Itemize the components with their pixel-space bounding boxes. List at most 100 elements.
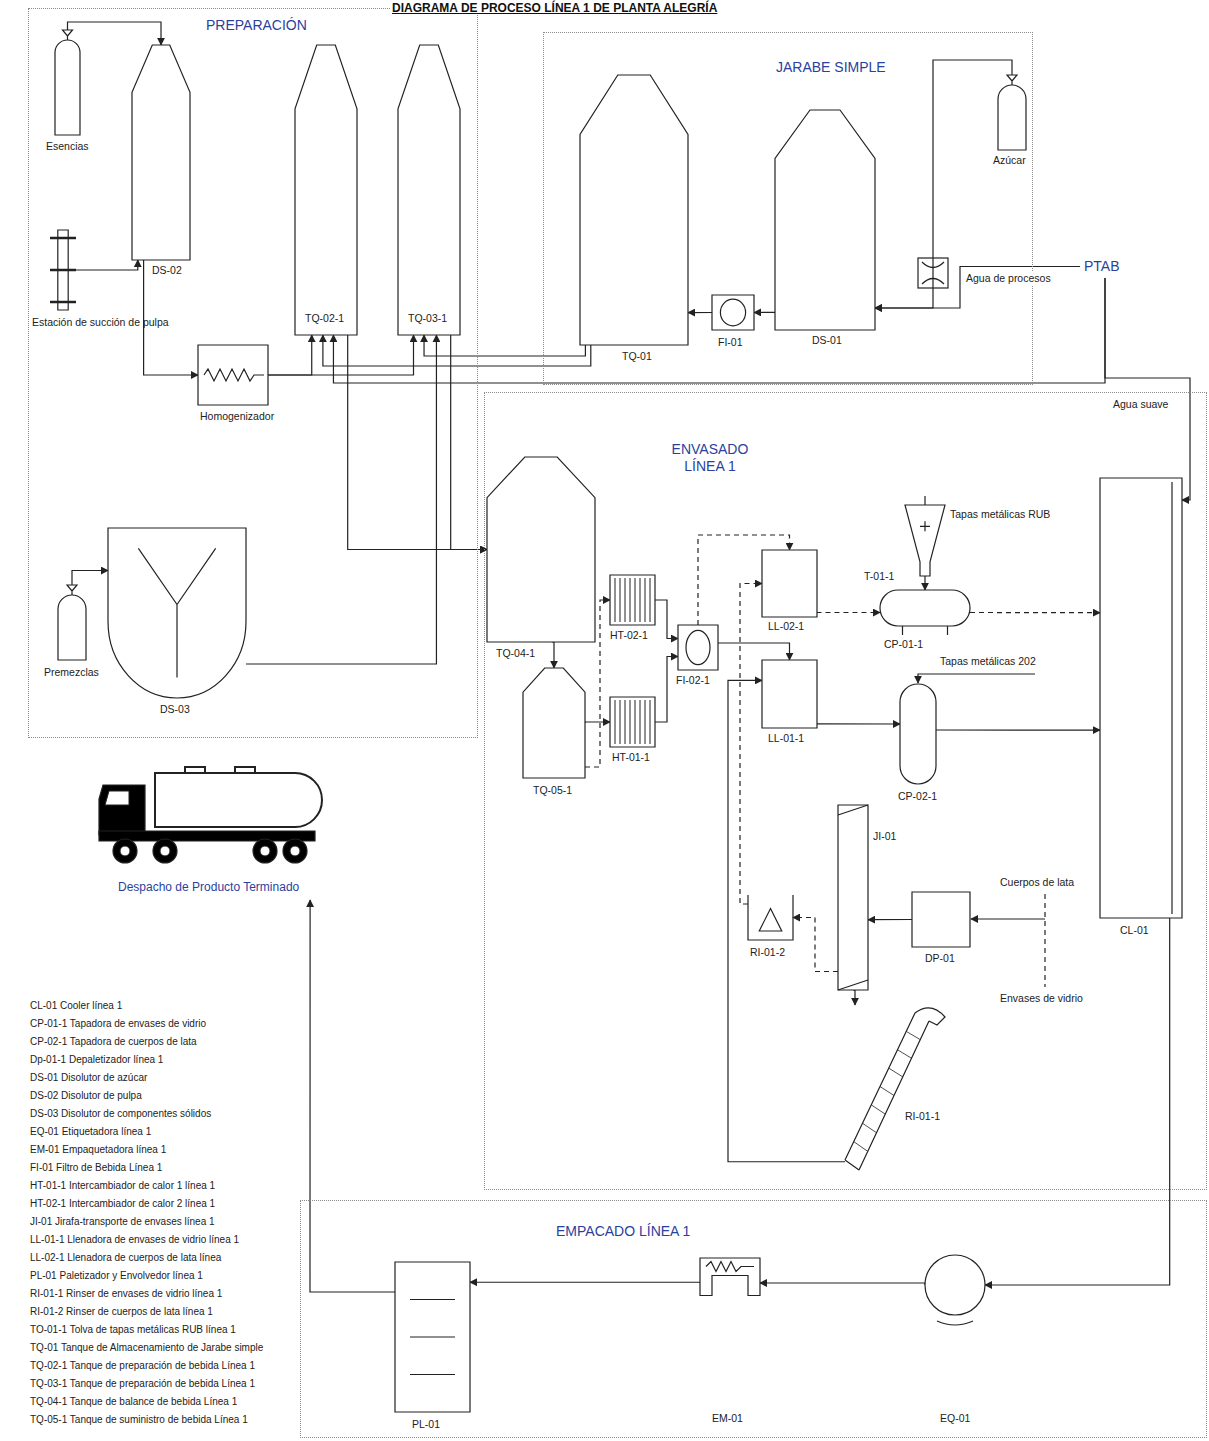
legend-line: LL-02-1 Llenadora de cuerpos de lata lín… — [30, 1252, 221, 1264]
diagram-title: DIAGRAMA DE PROCESO LÍNEA 1 DE PLANTA AL… — [390, 1, 719, 15]
capper: CP-01-1 — [880, 590, 970, 635]
dissolver-tank: DS-01 — [775, 110, 875, 330]
equipment-label: JI-01 — [873, 830, 896, 843]
flow-line — [793, 918, 838, 972]
jirafa-outline — [838, 805, 868, 990]
equipment-label: FI-01 — [718, 336, 743, 349]
supply-line — [924, 496, 925, 505]
screw-outline — [854, 1031, 921, 1151]
equipment-label: FI-02-1 — [676, 674, 710, 687]
circle-symbol — [925, 1255, 985, 1315]
flow-line — [424, 335, 585, 356]
flow-line — [718, 643, 790, 660]
prep-tank: TQ-03-1 — [398, 45, 460, 335]
dispatch-truck: Despacho de Producto Terminado — [95, 765, 320, 900]
filter: FI-01 — [712, 295, 754, 330]
filler: LL-02-1 — [762, 550, 817, 617]
labeler: EQ-01 — [925, 1255, 985, 1315]
area-title: PREPARACIÓN — [206, 17, 307, 34]
cyl-outline — [67, 585, 77, 595]
filter-outline — [712, 295, 754, 330]
legend-line: RI-01-2 Rinser de cuerpos de lata línea … — [30, 1306, 213, 1318]
homog-outline — [204, 369, 264, 381]
equipment-label: EM-01 — [712, 1412, 743, 1425]
tank-symbol — [775, 110, 875, 330]
rinser: RI-01-1 — [845, 1005, 945, 1170]
flow-line — [688, 312, 712, 313]
prep-tank: TQ-02-1 — [295, 45, 357, 335]
depalletizer: DP-01 — [912, 892, 970, 947]
flow-line — [985, 918, 1170, 1285]
ds03-outline — [138, 548, 215, 677]
equipment-label: LL-01-1 — [768, 732, 804, 745]
rinser: RI-01-2 — [748, 895, 793, 940]
legend-line: DS-01 Disolutor de azúcar — [30, 1072, 147, 1084]
flow-line — [310, 900, 395, 1292]
drum-outline — [880, 590, 970, 626]
hx-symbol — [610, 697, 655, 747]
equipment-label: T-01-1 — [864, 570, 894, 583]
gas-cylinder: Azúcar — [998, 75, 1026, 150]
truck-outline — [283, 839, 307, 863]
cyl-outline — [1007, 75, 1017, 85]
hx-outline — [610, 575, 655, 625]
solids-dissolver: DS-03 — [108, 528, 246, 698]
pl-outline — [395, 1262, 470, 1412]
hx-symbol — [610, 575, 655, 625]
dissolver-tank: DS-02 — [132, 45, 190, 260]
equipment-label: TQ-05-1 — [533, 784, 572, 797]
legend-line: HT-02-1 Intercambiador de calor 2 línea … — [30, 1198, 215, 1210]
rinser-outline — [759, 909, 782, 932]
filter-outline — [720, 299, 745, 326]
equipment-label: CL-01 — [1120, 924, 1149, 937]
circle-outline — [937, 1321, 973, 1325]
area-title: EMPACADO LÍNEA 1 — [556, 1223, 690, 1240]
cyl-outline — [58, 595, 86, 660]
tall-outline — [1100, 478, 1182, 918]
tank-outline — [398, 45, 460, 335]
conveyor: JI-01 — [838, 805, 868, 990]
legend-line: TQ-04-1 Tanque de balance de bebida Líne… — [30, 1396, 237, 1408]
flow-line — [936, 729, 1100, 730]
supply-line — [918, 674, 1035, 683]
process-area: EsenciasEstación de succión de pulpaDS-0… — [28, 8, 478, 738]
truck-outline — [185, 767, 255, 773]
tank-outline — [775, 110, 875, 330]
supply-tank: TQ-05-1 — [523, 668, 585, 778]
tank-symbol — [580, 75, 688, 345]
vcap-symbol — [900, 684, 936, 784]
flow-line — [868, 919, 912, 920]
truck-outline — [153, 839, 177, 863]
legend-line: EQ-01 Etiquetadora línea 1 — [30, 1126, 151, 1138]
capper: CP-02-1 — [900, 684, 936, 784]
filler: LL-01-1 — [762, 660, 817, 728]
equipment-label: DS-03 — [160, 703, 190, 716]
heat-exchanger: HT-01-1 — [610, 697, 655, 747]
equipment-label: PL-01 — [412, 1418, 440, 1431]
packer: EM-01 — [700, 1258, 760, 1308]
flow-line — [323, 335, 591, 366]
legend-line: HT-01-1 Intercambiador de calor 1 línea … — [30, 1180, 215, 1192]
homog-symbol — [198, 345, 268, 405]
area-title: JARABE SIMPLE — [776, 59, 886, 76]
rinser-symbol — [748, 895, 793, 940]
hx-outline — [615, 578, 650, 622]
tank-symbol — [523, 668, 585, 778]
em-outline — [700, 1258, 760, 1296]
legend-line: TQ-03-1 Tanque de preparación de bebida … — [30, 1378, 255, 1390]
gas-cylinder: Premezclas — [58, 585, 86, 660]
cyl-outline — [998, 85, 1026, 150]
flow-line — [728, 680, 845, 1161]
jirafa-symbol — [838, 805, 868, 990]
legend-line: Dp-01-1 Depaletizador línea 1 — [30, 1054, 163, 1066]
flow-line — [1105, 278, 1190, 500]
equipment-label: DP-01 — [925, 952, 955, 965]
supply-label: Envases de vidrio — [1000, 992, 1083, 1005]
pl-outline — [410, 1300, 455, 1375]
filter-outline — [678, 625, 718, 670]
flow-line — [875, 267, 1080, 309]
supply-line — [971, 918, 1045, 919]
tank-symbol — [132, 45, 190, 260]
equipment-label: Premezclas — [44, 666, 99, 679]
flow-line — [268, 335, 414, 375]
